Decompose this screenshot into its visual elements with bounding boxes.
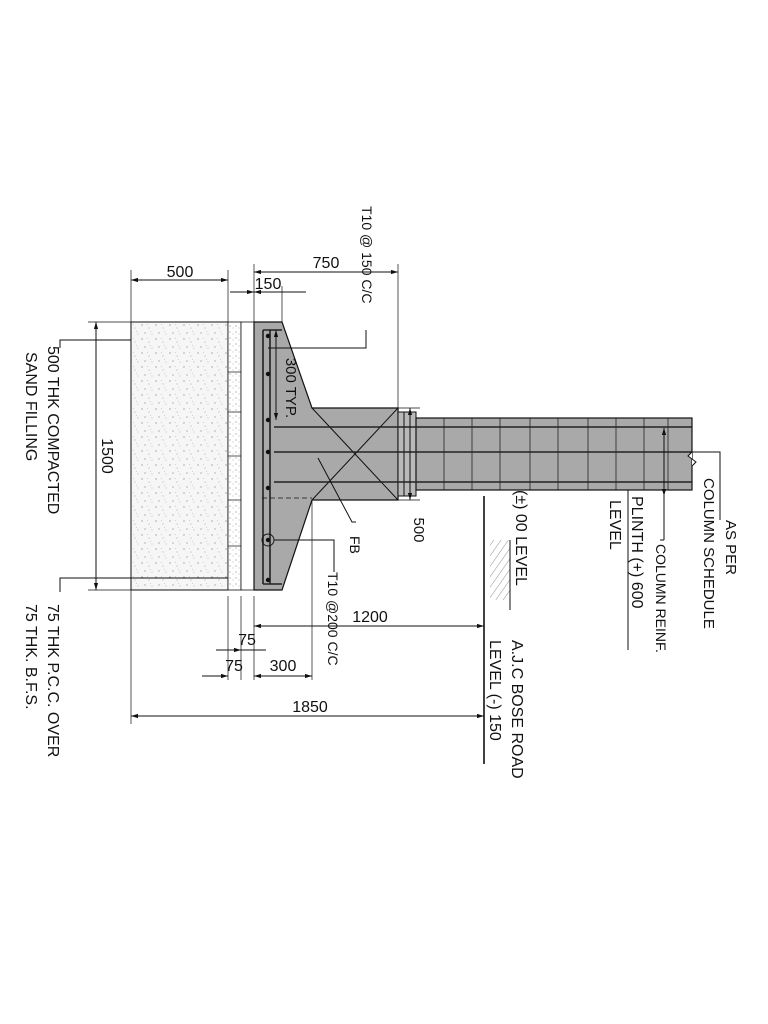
rebar-bottom-label: T10 @200 C/C [325,572,341,666]
road-level-line1: A.J.C BOSE ROAD [508,640,525,779]
as-per-line1: AS PER [722,520,739,575]
dim-75-b: 75 [225,658,243,675]
dim-750: 750 [313,255,340,272]
fb-label: FB [347,536,363,554]
leader-lines [59,330,367,592]
dim-1850: 1850 [292,699,328,716]
pcc-label-line1: 75 THK P.C.C. OVER [44,604,61,757]
column-reinf-label: COLUMN REINF. [653,544,669,653]
dim-1200: 1200 [352,609,388,626]
dim-300-typ: 300 TYP. [282,358,299,418]
dim-150: 150 [255,276,282,293]
sand-label-line2: SAND FILLING [22,352,39,461]
dim-75-a: 75 [238,632,256,649]
zero-level-label: (±) 00 LEVEL [512,490,529,586]
column [274,417,697,491]
level-lines [483,428,721,764]
as-per-line2: COLUMN SCHEDULE [700,478,717,629]
dim-300: 300 [270,658,297,675]
plinth-line1: PLINTH (+) 600 [628,496,645,609]
rebar-top-label: T10 @ 150 C/C [359,206,375,303]
dim-1500: 1500 [98,438,115,474]
dim-500-right: 500 [410,517,427,542]
footing-concrete [253,321,417,591]
footing-reinforcement [261,329,312,585]
pcc-label-line2: 75 THK. B.F.S. [22,604,39,710]
plinth-line2: LEVEL [606,500,623,550]
sand-filling [130,321,229,591]
pcc-bfs-layers [227,321,255,591]
road-level-line2: LEVEL (-) 150 [486,640,503,741]
sand-label-line1: 500 THK COMPACTED [44,346,61,514]
dimension-lines [88,264,484,724]
dim-500-top: 500 [167,264,194,281]
